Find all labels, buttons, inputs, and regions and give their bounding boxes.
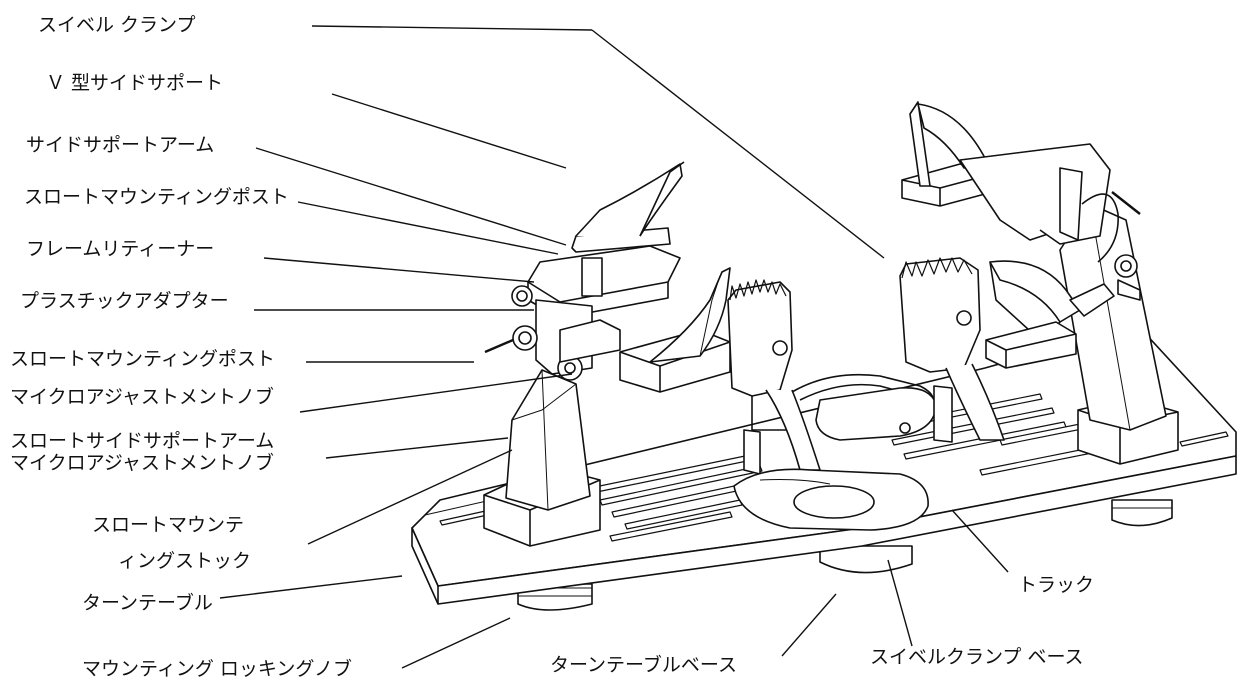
leader-lines	[219, 25, 1009, 669]
leader-swivel-clamp-2	[591, 29, 885, 259]
label-micro-adjust-knob: マイクロアジャストメントノブ	[10, 386, 274, 408]
label-turntable-base: ターンテーブルベース	[550, 654, 737, 676]
label-mounting-locking-knob: マウンティング ロッキングノブ	[82, 658, 352, 680]
leader-v-side-support	[331, 93, 567, 169]
center-bridge	[815, 387, 937, 441]
label-throat-mounting-stock-2: ィングストック	[118, 550, 252, 572]
leader-track	[951, 509, 1009, 573]
label-side-support-arm: サイドサポートアーム	[26, 134, 215, 156]
label-throat-mounting-post-2: スロートマウンティングポスト	[10, 348, 275, 370]
label-track: トラック	[1018, 574, 1095, 596]
right-stand	[1059, 203, 1179, 465]
left-side-support	[619, 267, 731, 393]
leader-turntable	[219, 575, 403, 599]
leader-micro-adjust-knob	[299, 373, 573, 413]
turntable-plate	[411, 329, 1237, 605]
label-plastic-adapter: プラスチックアダプター	[20, 290, 229, 312]
leader-swivel-clamp-base	[887, 559, 913, 647]
label-turntable: ターンテーブル	[82, 592, 213, 614]
leader-mounting-locking-knob	[401, 617, 511, 669]
leader-frame-retainer	[263, 257, 535, 283]
machine-body	[411, 101, 1237, 611]
label-throat-mounting-stock-1: スロートマウンテ	[92, 514, 245, 536]
leader-turntable-base	[781, 593, 837, 657]
label-v-side-support: Ｖ 型サイドサポート	[46, 72, 224, 94]
leader-throat-side-support-arm	[325, 437, 509, 459]
label-throat-mounting-post-1: スロートマウンティングポスト	[24, 186, 289, 208]
left-swivel-clamp	[727, 279, 821, 475]
left-stand	[483, 369, 601, 547]
leader-side-support-arm	[255, 147, 567, 246]
leader-throat-mounting-stock	[307, 449, 513, 545]
leader-swivel-clamp	[311, 25, 593, 31]
left-clamp-assembly	[484, 161, 685, 381]
label-throat-side-support-arm-1: スロートサイドサポートアーム	[10, 430, 275, 452]
swivel-clamp-base	[733, 373, 935, 531]
label-swivel-clamp: スイベル クランプ	[38, 14, 196, 36]
label-swivel-clamp-base: スイベルクランプ ベース	[870, 646, 1084, 668]
leader-throat-mounting-post-1	[297, 201, 559, 255]
right-swivel-clamp	[899, 257, 1005, 443]
label-frame-retainer: フレームリティーナー	[26, 238, 215, 260]
right-side-support	[901, 101, 1141, 301]
label-throat-side-support-arm-2: マイクロアジャストメントノブ	[10, 452, 274, 474]
right-center-support	[985, 260, 1115, 369]
